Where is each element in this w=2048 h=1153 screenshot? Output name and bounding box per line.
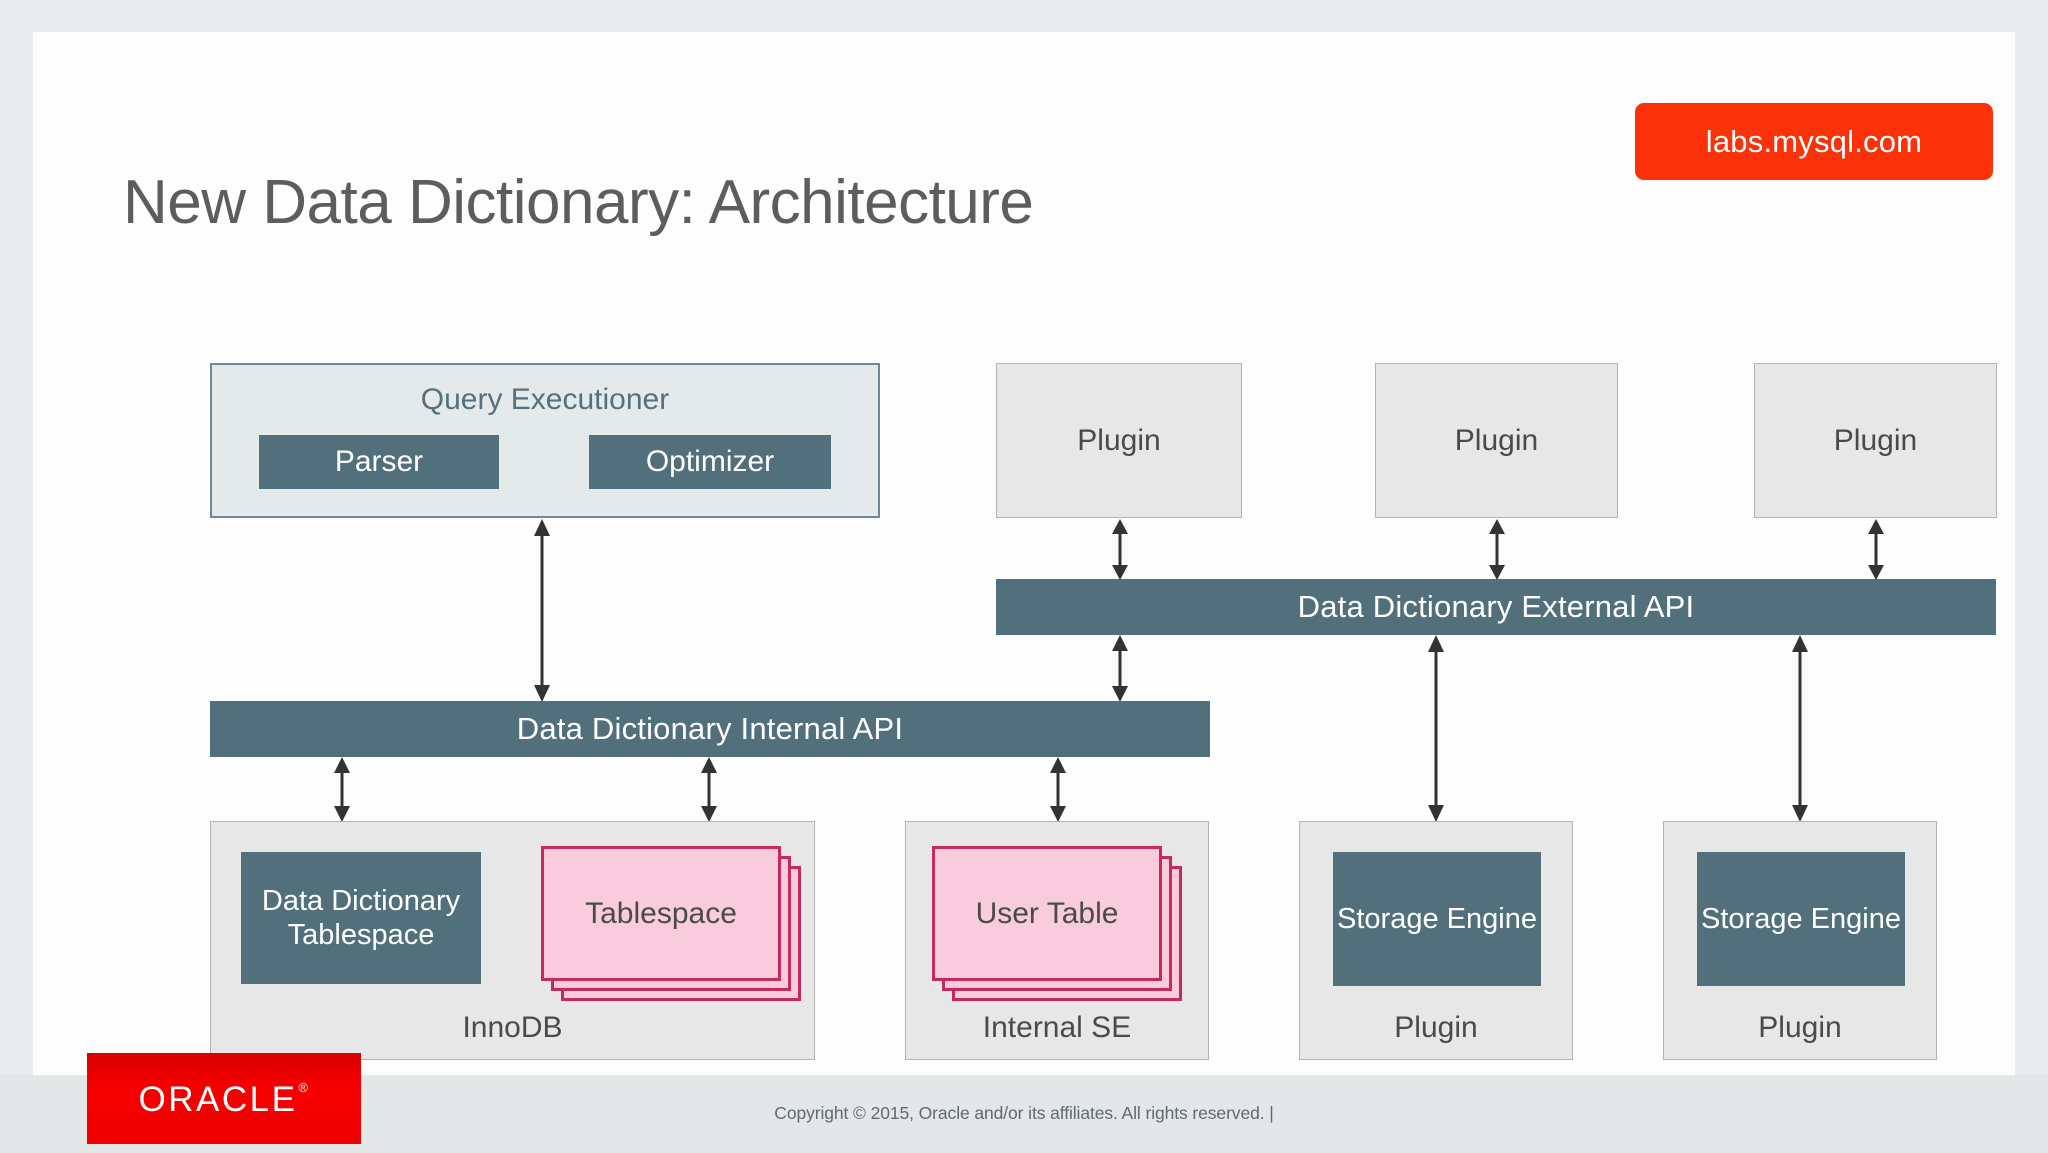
query-executioner-container: Query Executioner Parser Optimizer [210, 363, 880, 518]
plugin-box-2[interactable]: Plugin [1375, 363, 1618, 518]
oracle-logo: ORACLE® [87, 1053, 361, 1144]
storage-engine-plugin-label-2: Plugin [1758, 1011, 1842, 1044]
query-executioner-title: Query Executioner [420, 383, 670, 416]
page-title: New Data Dictionary: Architecture [123, 168, 1034, 237]
arrow-query-executioner-to-internal-api [530, 519, 554, 702]
oracle-logo-text: ORACLE® [138, 1080, 309, 1120]
arrow-external-api-to-internal-api [1108, 635, 1132, 702]
arrow-plugin1-to-external-api [1108, 519, 1132, 580]
copyright-text: Copyright © 2015, Oracle and/or its affi… [774, 1103, 1274, 1123]
optimizer-box[interactable]: Optimizer [589, 435, 831, 489]
arrow-plugin3-to-external-api [1864, 519, 1888, 580]
data-dictionary-internal-api-bar[interactable]: Data Dictionary Internal API [210, 701, 1210, 757]
registered-trademark-icon: ® [298, 1079, 311, 1095]
innodb-label: InnoDB [462, 1011, 563, 1044]
arrow-external-api-to-storage-engine-2 [1788, 635, 1812, 822]
innodb-container: Data Dictionary Tablespace Tablespace In… [210, 821, 815, 1060]
tablespace-card-front[interactable]: Tablespace [541, 846, 781, 981]
arrow-internal-api-to-internal-se [1046, 757, 1070, 822]
storage-engine-box-2[interactable]: Storage Engine [1697, 852, 1905, 986]
storage-engine-plugin-container-1: Storage Engine Plugin [1299, 821, 1573, 1060]
arrow-internal-api-to-dd-tablespace [330, 757, 354, 822]
user-table-card-stack[interactable]: User Table [932, 846, 1182, 1001]
data-dictionary-tablespace-box[interactable]: Data Dictionary Tablespace [241, 852, 481, 984]
arrow-external-api-to-storage-engine-1 [1424, 635, 1448, 822]
labs-mysql-badge[interactable]: labs.mysql.com [1635, 103, 1993, 180]
tablespace-card-stack[interactable]: Tablespace [541, 846, 801, 1001]
storage-engine-plugin-label-1: Plugin [1394, 1011, 1478, 1044]
arrow-plugin2-to-external-api [1485, 519, 1509, 580]
internal-se-container: User Table Internal SE [905, 821, 1209, 1060]
arrow-internal-api-to-tablespace [697, 757, 721, 822]
user-table-card-front[interactable]: User Table [932, 846, 1162, 981]
storage-engine-plugin-container-2: Storage Engine Plugin [1663, 821, 1937, 1060]
oracle-wordmark: ORACLE [138, 1079, 298, 1119]
plugin-box-1[interactable]: Plugin [996, 363, 1242, 518]
plugin-box-3[interactable]: Plugin [1754, 363, 1997, 518]
storage-engine-box-1[interactable]: Storage Engine [1333, 852, 1541, 986]
parser-box[interactable]: Parser [259, 435, 499, 489]
slide-canvas: New Data Dictionary: Architecture labs.m… [33, 32, 2015, 1075]
data-dictionary-external-api-bar[interactable]: Data Dictionary External API [996, 579, 1996, 635]
internal-se-label: Internal SE [982, 1011, 1132, 1044]
